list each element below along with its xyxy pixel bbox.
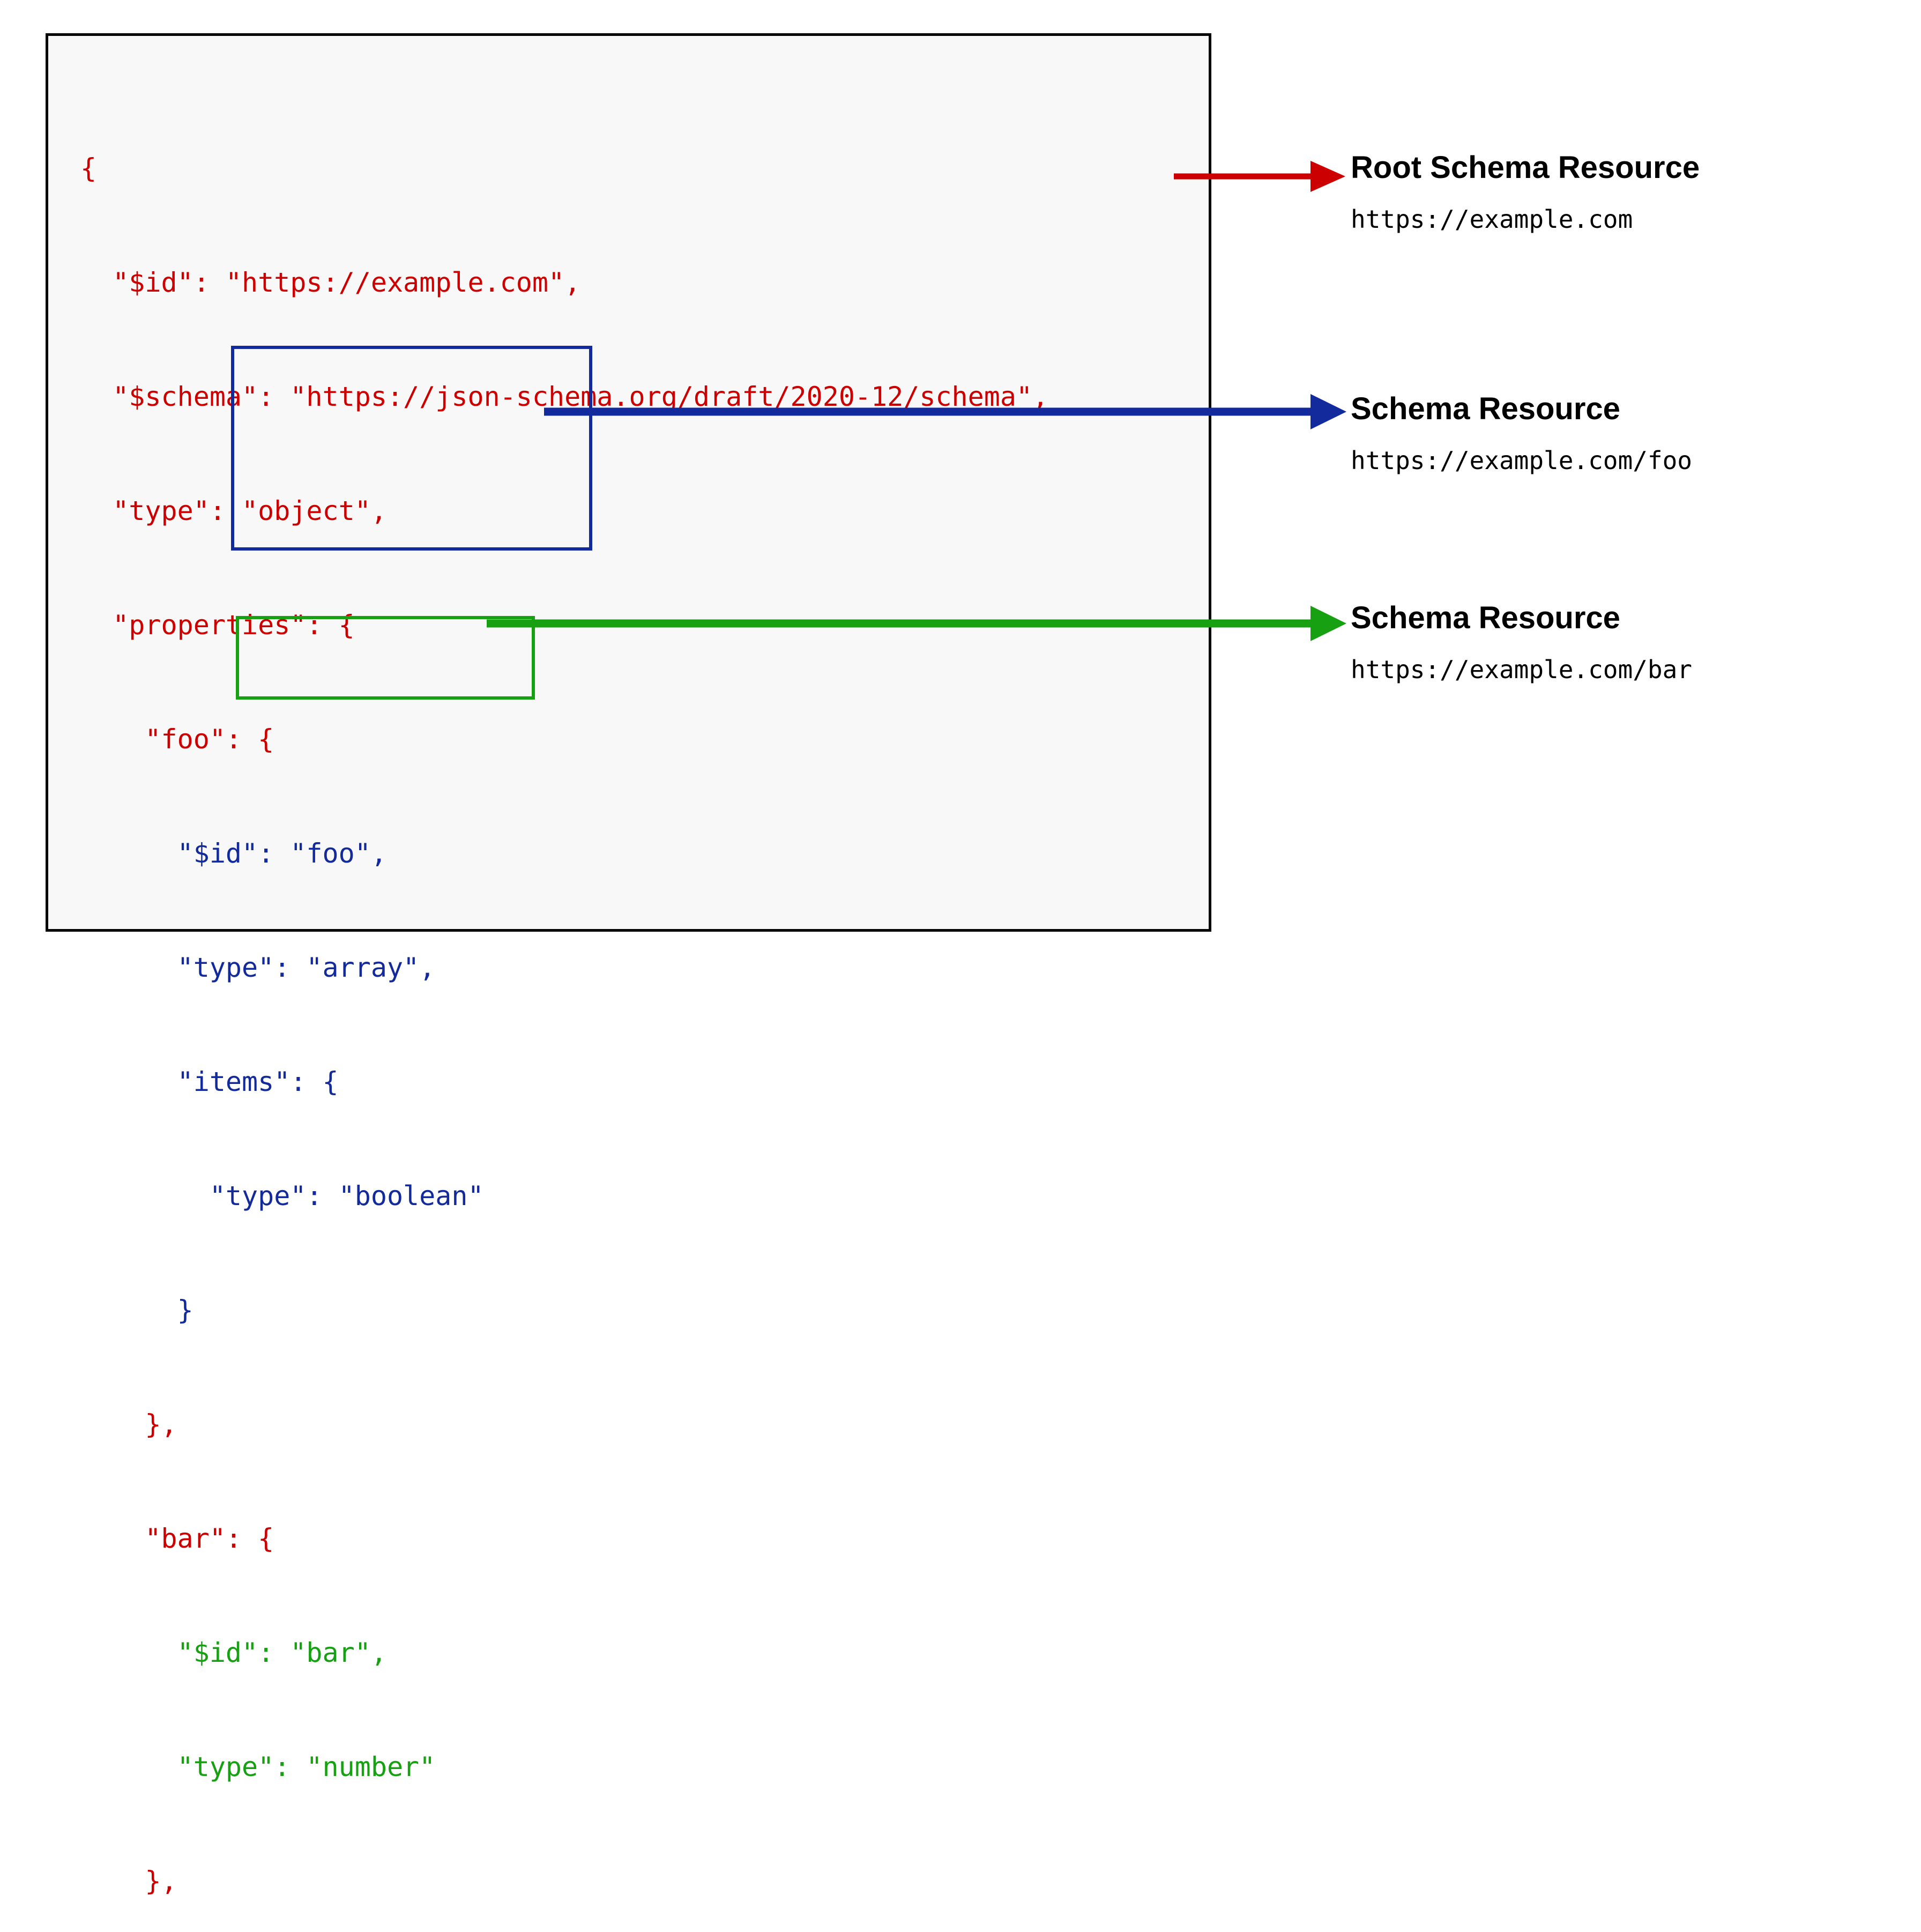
code-line: "properties": { bbox=[80, 610, 355, 641]
code-line: "$id": "foo", bbox=[80, 838, 387, 869]
code-line: "items": { bbox=[80, 1066, 339, 1097]
label-title: Schema Resource bbox=[1351, 391, 1620, 426]
label-uri: https://example.com/bar bbox=[1351, 655, 1692, 684]
label-group-bar-schema: Schema Resource https://example.com/bar bbox=[1351, 599, 1692, 685]
code-panel: { "$id": "https://example.com", "$schema… bbox=[46, 33, 1211, 1897]
foo-subschema-box bbox=[231, 346, 592, 551]
label-title: Schema Resource bbox=[1351, 600, 1620, 635]
code-line: "$schema": "https://json-schema.org/draf… bbox=[80, 381, 1049, 412]
bar-subschema-box bbox=[236, 616, 535, 700]
code-line: "foo": { bbox=[80, 724, 274, 755]
label-uri: https://example.com/foo bbox=[1351, 446, 1692, 475]
code-line: "type": "number" bbox=[80, 1751, 436, 1782]
label-title: Root Schema Resource bbox=[1351, 150, 1700, 185]
code-line: "type": "boolean" bbox=[80, 1180, 484, 1212]
code-line: { bbox=[80, 153, 97, 184]
code-line: "$id": "bar", bbox=[80, 1637, 387, 1668]
label-group-foo-schema: Schema Resource https://example.com/foo bbox=[1351, 390, 1692, 476]
code-line: }, bbox=[80, 1409, 177, 1440]
code-line: }, bbox=[80, 1866, 177, 1897]
code-line: "bar": { bbox=[80, 1523, 274, 1554]
code-line: } bbox=[80, 1295, 193, 1326]
code-line: "type": "array", bbox=[80, 952, 436, 983]
code-line: "$id": "https://example.com", bbox=[80, 267, 581, 298]
label-group-root-schema: Root Schema Resource https://example.com bbox=[1351, 149, 1700, 235]
code-line: "type": "object", bbox=[80, 495, 387, 526]
label-uri: https://example.com bbox=[1351, 205, 1633, 234]
